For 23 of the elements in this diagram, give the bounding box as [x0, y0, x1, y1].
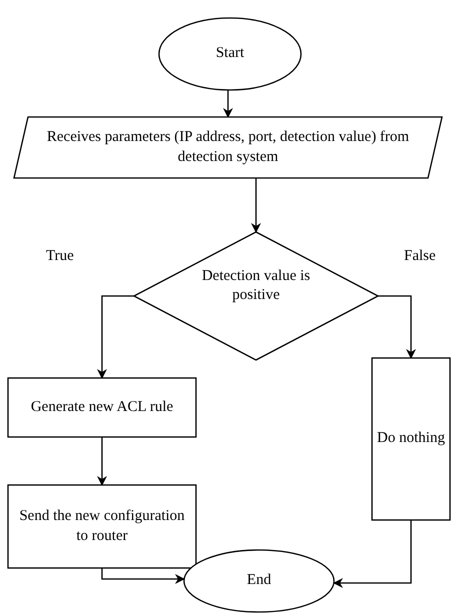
terminal-ellipse — [159, 18, 301, 90]
edge-label: False — [404, 248, 436, 264]
node-text: Detection value is positive — [200, 266, 312, 305]
node-text: End — [246, 571, 272, 590]
process-box — [8, 485, 196, 568]
node-text: Start — [216, 44, 244, 64]
node-text: Do nothing — [377, 429, 445, 448]
terminal-ellipse — [184, 550, 334, 612]
process-box — [8, 378, 196, 437]
arrow — [378, 295, 416, 359]
decision-diamond — [134, 232, 378, 360]
arrow — [97, 437, 107, 486]
arrow — [223, 90, 233, 118]
node-text: Send the new configuration to router — [18, 507, 186, 546]
arrow — [251, 178, 261, 233]
input-parallelogram — [14, 117, 442, 178]
arrow — [97, 295, 134, 379]
arrow — [101, 568, 185, 584]
node-text: Generate new ACL rule — [30, 398, 174, 417]
edge-label: True — [46, 248, 74, 264]
node-text: Receives parameters (IP address, port, detection value) from detection system — [46, 128, 410, 166]
process-box — [372, 358, 450, 520]
arrow — [333, 520, 412, 588]
